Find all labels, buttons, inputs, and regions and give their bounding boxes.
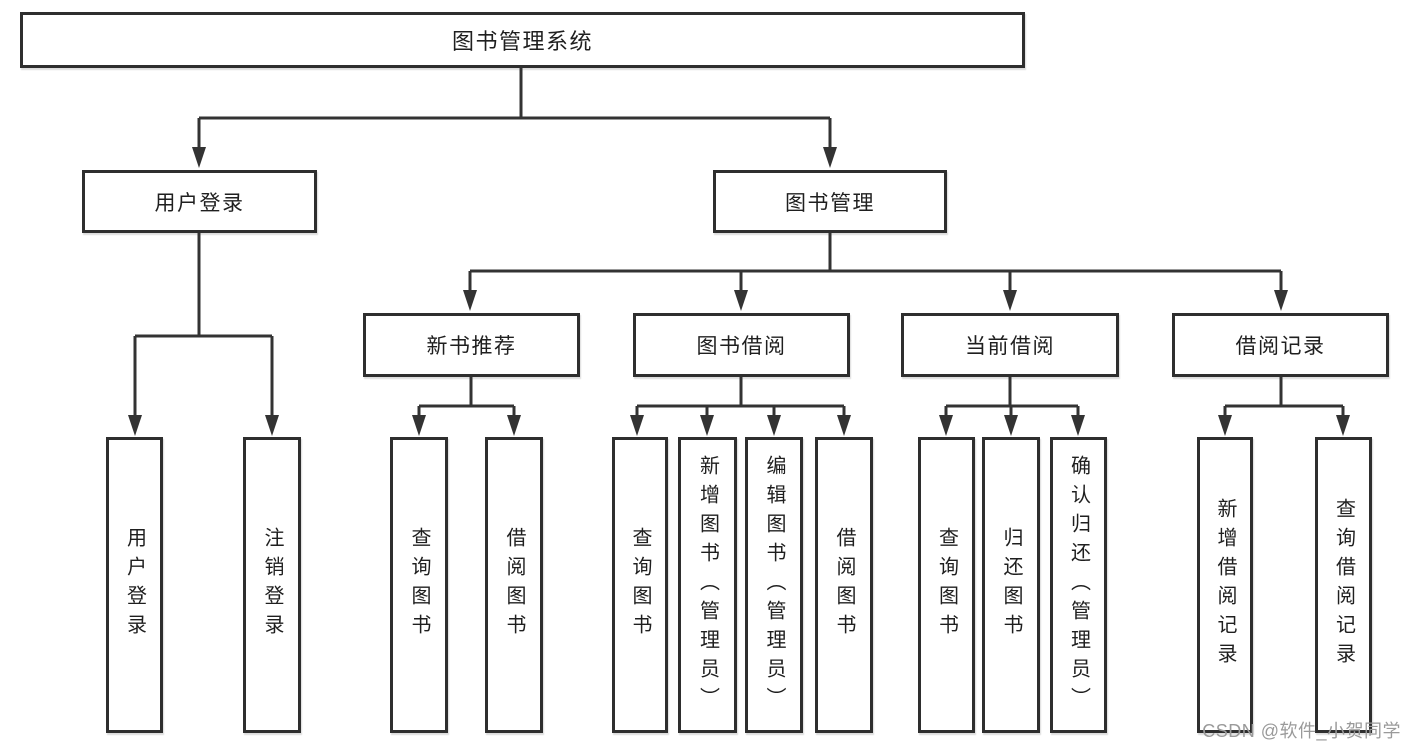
leaf-add-borrow-record: 新增借阅记录 [1197, 437, 1253, 733]
node-library-management-system: 图书管理系统 [20, 12, 1025, 68]
leaf-query-books-current: 查询图书 [918, 437, 975, 733]
node-label: 新书推荐 [426, 335, 517, 358]
leaf-return-book: 归还图书 [982, 437, 1040, 733]
node-label: 借阅记录 [1235, 335, 1326, 358]
node-label: 注销登录 [261, 527, 283, 643]
node-book-borrowing: 图书借阅 [633, 313, 850, 377]
node-label: 查询借阅记录 [1332, 498, 1355, 672]
node-label: 图书管理系统 [451, 29, 593, 54]
node-label: 新增借阅记录 [1214, 498, 1236, 672]
node-label: 查询图书 [629, 527, 651, 643]
node-label: 用户登录 [123, 527, 146, 643]
node-new-book-recommendation: 新书推荐 [363, 313, 580, 377]
leaf-query-books-recommend: 查询图书 [390, 437, 448, 733]
node-borrowing-records: 借阅记录 [1172, 313, 1389, 377]
node-label: 查询图书 [408, 527, 430, 643]
leaf-confirm-return-admin: 确认归还（管理员） [1050, 437, 1107, 733]
node-label: 新增图书（管理员） [696, 454, 719, 716]
leaf-edit-book-admin: 编辑图书（管理员） [745, 437, 803, 733]
node-label: 借阅图书 [833, 527, 855, 643]
node-label: 查询图书 [935, 527, 958, 643]
node-book-management: 图书管理 [713, 170, 947, 233]
leaf-logout: 注销登录 [243, 437, 301, 733]
node-label: 图书管理 [785, 191, 875, 215]
leaf-add-book-admin: 新增图书（管理员） [678, 437, 737, 733]
node-label: 用户登录 [154, 191, 245, 215]
leaf-query-books-borrow: 查询图书 [612, 437, 668, 733]
node-label: 当前借阅 [965, 335, 1055, 358]
leaf-query-borrow-record: 查询借阅记录 [1315, 437, 1372, 733]
node-label: 编辑图书（管理员） [763, 454, 785, 716]
arrowheads [128, 147, 1350, 436]
node-current-borrowing: 当前借阅 [901, 313, 1119, 377]
leaf-user-login: 用户登录 [106, 437, 163, 733]
node-label: 归还图书 [1000, 527, 1022, 643]
node-label: 借阅图书 [503, 527, 525, 643]
node-user-login: 用户登录 [82, 170, 317, 233]
node-label: 确认归还（管理员） [1067, 454, 1090, 716]
csdn-watermark: CSDN @软件_小贺同学 [1202, 721, 1401, 741]
leaf-borrow-books: 借阅图书 [815, 437, 873, 733]
leaf-borrow-books-recommend: 借阅图书 [485, 437, 543, 733]
node-label: 图书借阅 [696, 335, 787, 358]
